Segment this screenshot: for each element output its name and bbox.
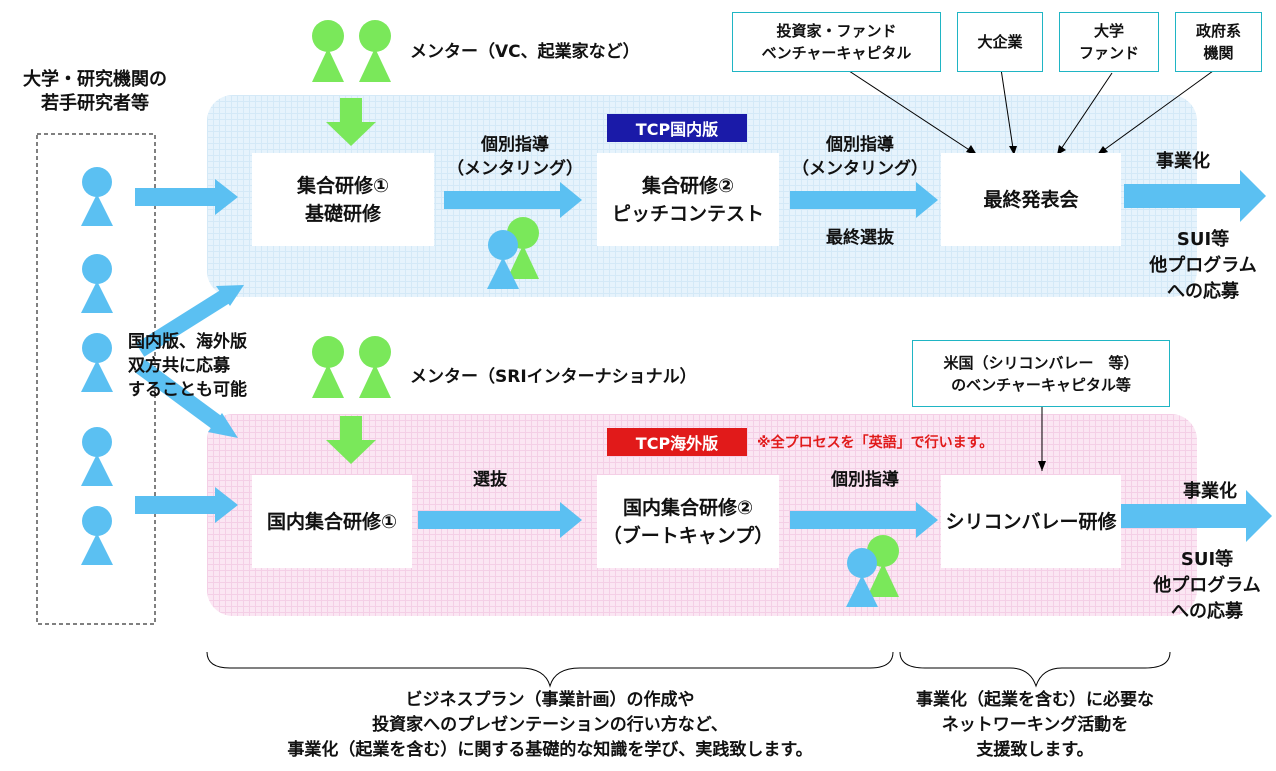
researcher-label: 大学・研究機関の 若手研究者等 (23, 69, 167, 114)
english-note: ※全プロセスを「英語」で行います。 (757, 435, 994, 451)
stakeholder-large-companies: 大企業 (957, 12, 1043, 72)
domestic-stage-1: 集合研修① 基礎研修 (252, 153, 434, 246)
researcher-person-icon (81, 506, 113, 565)
diagonal-arrow-up (135, 285, 244, 357)
overseas-commercialize-label: 事業化 (1183, 481, 1237, 502)
domestic-tag: TCP国内版 (607, 114, 747, 142)
entry-arrow-domestic (135, 179, 238, 215)
stakeholder-university-fund: 大学 ファンド (1059, 12, 1159, 72)
silicon-valley-training: シリコンバレー研修 (941, 475, 1121, 568)
commercialize-arrow-domestic (1124, 170, 1266, 222)
commercialize-arrow-overseas (1120, 490, 1272, 542)
overseas-stage-1: 国内集合研修① (252, 475, 412, 568)
us-vc-box: 米国（シリコンバレー 等） のベンチャーキャピタル等 (912, 340, 1170, 407)
overseas-tag: TCP海外版 (607, 428, 747, 456)
overseas-other-programs: SUI等 他プログラム への応募 (1153, 549, 1261, 622)
stakeholder-government: 政府系 機関 (1175, 12, 1262, 72)
flow-arrow (790, 182, 938, 218)
entry-arrow-overseas (135, 487, 238, 523)
researcher-person-icon (81, 254, 113, 313)
mentoring-person-icon (487, 230, 519, 289)
stakeholder-investors: 投資家・ファンド ベンチャーキャピタル (732, 12, 941, 72)
mentor-arrow-domestic (326, 98, 376, 146)
domestic-selection: 最終選抜 (826, 228, 894, 248)
overseas-guidance: 個別指導 (831, 470, 899, 490)
overseas-stage-2: 国内集合研修② （ブートキャンプ） (597, 475, 779, 568)
brace-left (206, 651, 894, 688)
mentoring-person-icon (846, 548, 878, 607)
diagonal-arrow-down (135, 359, 238, 438)
mentor-person-icon (359, 336, 391, 398)
mentor-person-icon (312, 20, 344, 82)
domestic-stage-2: 集合研修② ピッチコンテスト (597, 153, 779, 246)
domestic-guidance-2: 個別指導 （メンタリング） (792, 135, 928, 179)
domestic-other-programs: SUI等 他プログラム への応募 (1149, 229, 1257, 302)
both-apply-note: 国内版、海外版 双方共に応募 することも可能 (128, 332, 247, 400)
researcher-person-icon (81, 427, 113, 486)
researcher-group-frame (36, 133, 156, 625)
domestic-commercialize-label: 事業化 (1156, 151, 1210, 172)
domestic-final-presentation: 最終発表会 (941, 153, 1121, 246)
domestic-guidance-1: 個別指導 （メンタリング） (447, 135, 583, 179)
mentor-arrow-overseas (326, 416, 376, 464)
domestic-mentor-label: メンター（VC、起業家など） (410, 42, 640, 62)
researcher-person-icon (81, 333, 113, 392)
brace-right (899, 651, 1171, 688)
flow-arrow (444, 182, 582, 218)
mentor-person-icon (359, 20, 391, 82)
mentor-person-icon (312, 336, 344, 398)
researcher-person-icon (81, 167, 113, 226)
flow-arrow (418, 502, 582, 538)
training-description: ビジネスプラン（事業計画）の作成や 投資家へのプレゼンテーションの行い方など、 … (287, 690, 813, 760)
overseas-selection: 選抜 (473, 470, 507, 490)
overseas-mentor-label: メンター（SRIインターナショナル） (410, 367, 697, 387)
networking-description: 事業化（起業を含む）に必要な ネットワーキング活動を 支援致します。 (916, 690, 1154, 760)
flow-arrow (790, 502, 938, 538)
